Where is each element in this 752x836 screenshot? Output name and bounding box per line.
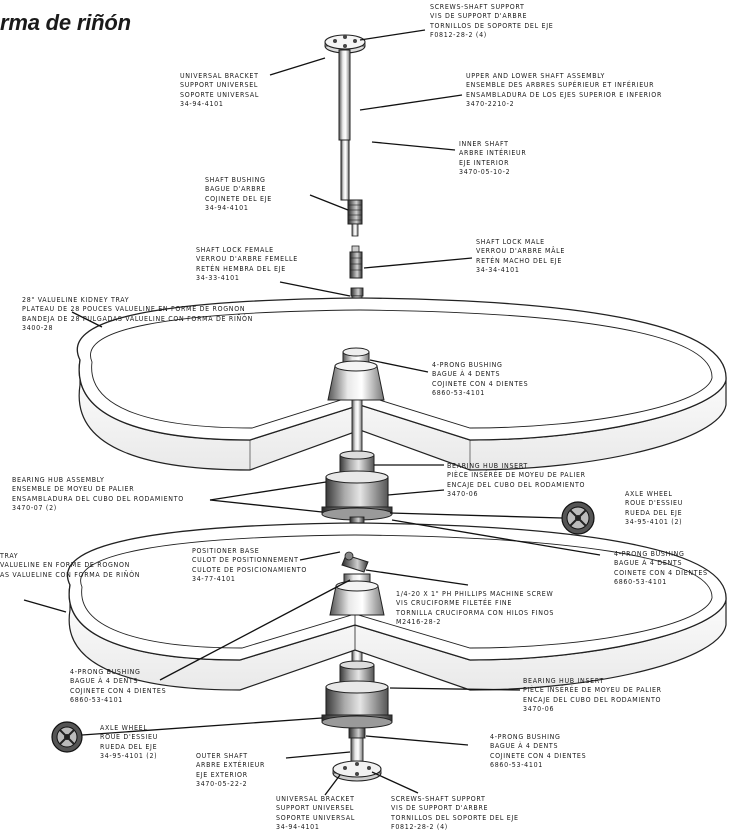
axle-wheel-right-part xyxy=(561,501,595,535)
upper-shaft xyxy=(338,49,351,201)
leader-lines xyxy=(23,29,601,796)
bottom-prong-bushing xyxy=(348,727,366,765)
top-shaft-support xyxy=(324,34,366,54)
machine-screw-part xyxy=(341,551,369,573)
shaft-lock-male-part xyxy=(349,245,363,279)
shaft-bushing-part xyxy=(347,199,363,237)
lower-prong-bushing xyxy=(329,573,385,616)
upper-bearing-hub-assembly xyxy=(321,470,393,526)
bottom-shaft-support xyxy=(332,760,382,782)
lower-bearing-hub-assembly xyxy=(321,680,393,729)
axle-wheel-left-part xyxy=(51,721,83,753)
upper-prong-bushing xyxy=(327,347,385,401)
lower-kidney-tray xyxy=(67,522,727,691)
page-title: rma de riñón xyxy=(0,10,131,35)
upper-kidney-tray xyxy=(76,297,727,471)
